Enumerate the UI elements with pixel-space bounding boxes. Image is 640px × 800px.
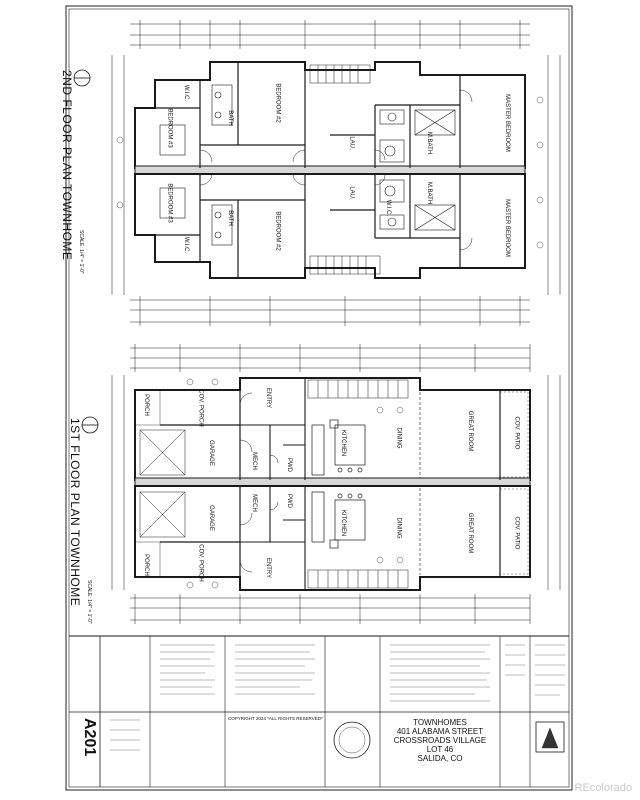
sheet-number: A201 [81,718,98,757]
room-label: BEDROOM #3 [166,183,173,223]
room-label: BATH [226,110,233,126]
room-label: BEDROOM #2 [274,211,281,251]
room-label: PORCH [142,394,149,416]
room-label: COV. PORCH [197,389,204,427]
room-label: GREAT ROOM [467,512,474,554]
city: SALIDA, CO [417,754,463,763]
project-title: TOWNHOMES [413,718,467,727]
room-label: DINING [395,517,402,539]
room-label: PORCH [142,554,149,576]
room-label: COV. PATIO [513,516,520,550]
watermark: REcolorado [574,782,632,794]
room-label: W.I.C. [183,236,190,254]
room-label: PWD [286,494,292,508]
room-label: COV. PATIO [513,416,520,450]
first-floor-title: 1ST FLOOR PLAN TOWNHOME [68,418,82,607]
room-label: BATH [226,210,233,226]
room-label: DINING [395,427,402,449]
room-label: KITCHEN [340,509,347,537]
room-label: MECH [250,494,257,512]
room-label: PWD [286,458,292,472]
title-block [69,635,569,787]
room-label: M.BATH [426,131,433,155]
room-label: LAU. [348,136,355,150]
room-label: ENTRY [265,387,272,409]
first-floor-scale: SCALE: 1/4" = 1'-0" [86,580,92,624]
room-label: W.I.C. [183,84,190,102]
room-label: W.I.C. [385,199,392,217]
room-label: LAU. [348,186,355,200]
room-label: GARAGE [207,440,214,466]
room-label: GREAT ROOM [467,410,474,452]
copyright-note: COPYRIGHT 2024 *ALL RIGHTS RESERVED* [228,716,323,721]
first-floor-plan [111,344,561,624]
room-label: ENTRY [265,557,272,579]
room-label: COV. PORCH [197,544,204,582]
room-label: MASTER BEDROOM [503,94,510,152]
room-label: KITCHEN [340,429,347,457]
room-label: GARAGE [207,505,214,531]
second-floor-title: 2ND FLOOR PLAN TOWNHOME [60,70,74,261]
second-floor-scale: SCALE: 1/4" = 1'-0" [78,230,84,274]
address-line-1: 401 ALABAMA STREET [396,727,484,736]
room-label: MECH [250,452,257,470]
room-label: MASTER BEDROOM [503,199,510,257]
address-line-2: CROSSROADS VILLAGE [393,736,487,745]
room-label: BEDROOM #3 [166,108,173,148]
room-label: M.BATH [426,181,433,205]
second-floor-plan [111,20,561,326]
room-label: BEDROOM #2 [274,83,281,123]
project-info: TOWNHOMES 401 ALABAMA STREET CROSSROADS … [382,718,498,763]
lot-number: LOT 46 [426,745,454,754]
